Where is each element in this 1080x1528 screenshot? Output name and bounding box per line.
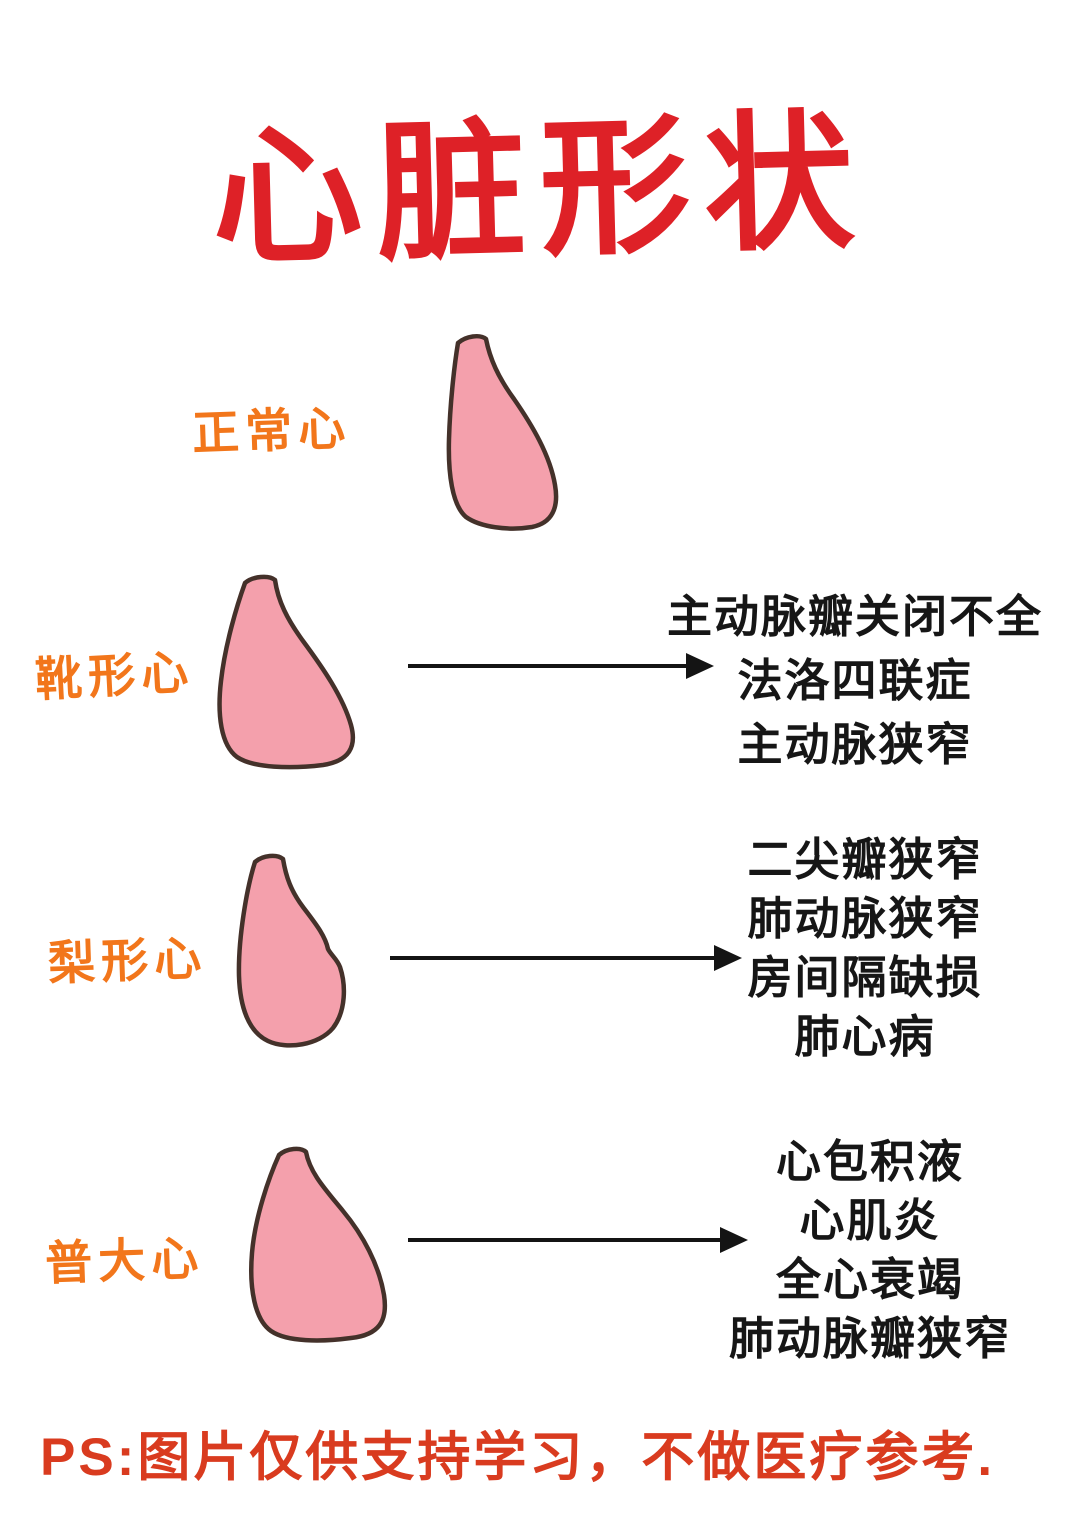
label-globular-enlarged-heart: 普大心 [44,1231,206,1290]
globular-enlarged-heart-illustration [249,1146,388,1343]
arrow-right-icon [408,652,714,680]
findings-pear-shaped-heart: 二尖瓣狭窄 肺动脉狭窄 房间隔缺损 肺心病 [690,830,1040,1066]
arrow-right-icon [390,944,742,972]
finding-item: 肺动脉狭窄 [747,893,983,944]
arrow-head [720,1227,748,1253]
finding-item: 主动脉瓣关闭不全 [666,591,1043,642]
finding-item: 房间隔缺损 [747,952,983,1003]
arrow-head [686,653,714,679]
pear-shaped-heart-illustration [236,853,347,1048]
label-boot-shaped-heart: 靴形心 [33,644,196,707]
finding-item: 肺动脉瓣狭窄 [728,1313,1011,1364]
normal-heart-illustration [446,333,559,531]
finding-item: 心肌炎 [799,1195,941,1246]
label-pear-shaped-heart: 梨形心 [47,931,209,990]
finding-item: 主动脉狭窄 [737,719,973,770]
arrow-line [408,1238,722,1242]
arrow-line [390,956,716,960]
findings-boot-shaped-heart: 主动脉瓣关闭不全 法洛四联症 主动脉狭窄 [655,585,1055,777]
boot-shaped-heart-illustration [217,574,356,770]
arrow-right-icon [408,1226,748,1254]
label-normal-heart: 正常心 [191,401,353,460]
finding-item: 肺心病 [794,1011,936,1062]
arrow-head [714,945,742,971]
finding-item: 二尖瓣狭窄 [747,834,983,885]
arrow-line [408,664,688,668]
page-title: 心脏形状 [209,97,871,283]
finding-item: 法洛四联症 [737,655,973,706]
findings-globular-enlarged-heart: 心包积液 心肌炎 全心衰竭 肺动脉瓣狭窄 [680,1132,1060,1368]
disclaimer-footnote: PS:图片仅供支持学习，不做医疗参考. [40,1428,996,1487]
finding-item: 心包积液 [775,1136,964,1187]
finding-item: 全心衰竭 [775,1254,964,1305]
